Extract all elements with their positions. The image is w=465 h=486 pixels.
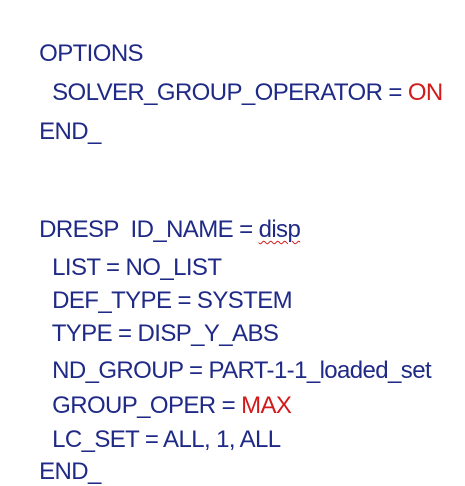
nd-group-line: ND_GROUP = PART-1-1_loaded_set <box>40 329 431 385</box>
dresp-id-name-value: disp <box>258 216 301 243</box>
def-type-text: DEF_TYPE = SYSTEM <box>52 287 293 314</box>
document-page: { "options_block": { "header": "OPTIONS"… <box>27 12 444 485</box>
list-text: LIST = NO_LIST <box>52 254 222 281</box>
def-type-line: DEF_TYPE = SYSTEM <box>40 259 292 315</box>
dresp-end: END_ <box>27 430 101 486</box>
options-end-text: END_ <box>39 118 101 145</box>
list-line: LIST = NO_LIST <box>40 226 222 282</box>
solver-group-operator-value: ON <box>407 79 443 106</box>
group-oper-line: GROUP_OPER = MAX <box>40 364 292 420</box>
options-end: END_ <box>27 90 101 146</box>
solver-group-operator-key: SOLVER_GROUP_OPERATOR = <box>52 79 408 106</box>
nd-group-text: ND_GROUP = PART-1-1_loaded_set <box>52 357 432 384</box>
options-header-text: OPTIONS <box>39 40 143 67</box>
dresp-header-prefix: DRESP ID_NAME = <box>39 216 259 243</box>
group-oper-value: MAX <box>241 392 292 419</box>
options-header: OPTIONS <box>27 12 143 68</box>
solver-group-operator-line: SOLVER_GROUP_OPERATOR = ON <box>40 51 443 107</box>
type-line: TYPE = DISP_Y_ABS <box>40 292 279 348</box>
dresp-header: DRESP ID_NAME = disp <box>27 188 301 244</box>
lc-set-line: LC_SET = ALL, 1, ALL <box>40 398 281 454</box>
lc-set-text: LC_SET = ALL, 1, ALL <box>52 426 281 453</box>
type-text: TYPE = DISP_Y_ABS <box>51 320 279 347</box>
group-oper-key: GROUP_OPER = <box>52 392 242 419</box>
